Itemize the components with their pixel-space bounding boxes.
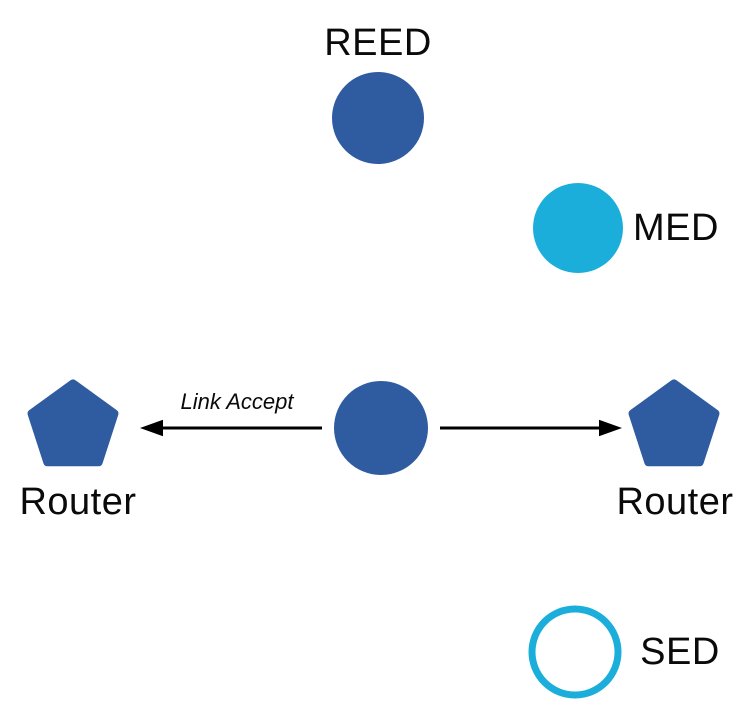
router-right-label: Router: [616, 481, 734, 523]
sed-node-circle: [528, 605, 622, 699]
med-node-label: MED: [633, 207, 719, 249]
reed-node-circle: [332, 72, 424, 164]
reed-node-label: REED: [324, 22, 432, 64]
link-accept-edge-label: Link Accept: [180, 389, 294, 414]
router-left-label: Router: [19, 481, 137, 523]
router-left-pentagon: [27, 379, 119, 467]
sed-node-label: SED: [640, 631, 720, 673]
link-accept-arrowhead-icon: [140, 419, 163, 437]
router-right-pentagon: [628, 379, 720, 467]
right-link-arrowhead-icon: [599, 419, 622, 437]
med-node-circle: [533, 183, 623, 273]
center-device-circle: [334, 381, 428, 475]
